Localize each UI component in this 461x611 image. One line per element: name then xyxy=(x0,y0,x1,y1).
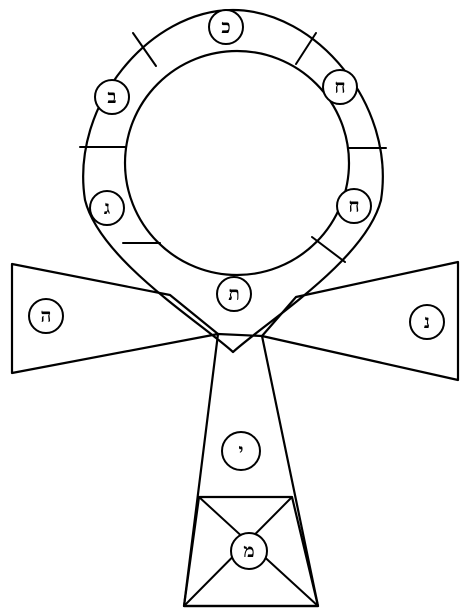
svg-text:ה: ה xyxy=(41,305,52,327)
letter-ring-upper-right: ח xyxy=(323,70,357,104)
letter-ring-lower-left: ג xyxy=(90,191,124,225)
svg-text:ח: ח xyxy=(334,76,345,98)
svg-text:י: י xyxy=(239,440,244,462)
letter-stem-middle: י xyxy=(222,432,260,470)
letter-ring-top: כ xyxy=(209,10,243,44)
letter-right-arm: נ xyxy=(410,305,444,339)
svg-text:מ: מ xyxy=(243,540,254,562)
letter-ring-upper-left: ב xyxy=(95,80,129,114)
letter-stem-base: מ xyxy=(231,533,267,569)
letter-ring-lower-right: ח xyxy=(337,189,371,223)
ring-divider-2 xyxy=(296,33,316,64)
svg-text:ח: ח xyxy=(348,195,359,217)
ring-divider-6 xyxy=(312,237,345,262)
svg-text:כ: כ xyxy=(221,16,230,38)
letter-ring-bottom: ת xyxy=(217,277,251,311)
inner-circle xyxy=(125,51,349,275)
svg-text:ג: ג xyxy=(104,197,110,219)
svg-text:נ: נ xyxy=(424,311,430,333)
letter-left-arm: ה xyxy=(29,299,63,333)
svg-text:ב: ב xyxy=(107,86,116,108)
ring-divider-1 xyxy=(133,33,156,66)
svg-text:ת: ת xyxy=(228,283,240,305)
